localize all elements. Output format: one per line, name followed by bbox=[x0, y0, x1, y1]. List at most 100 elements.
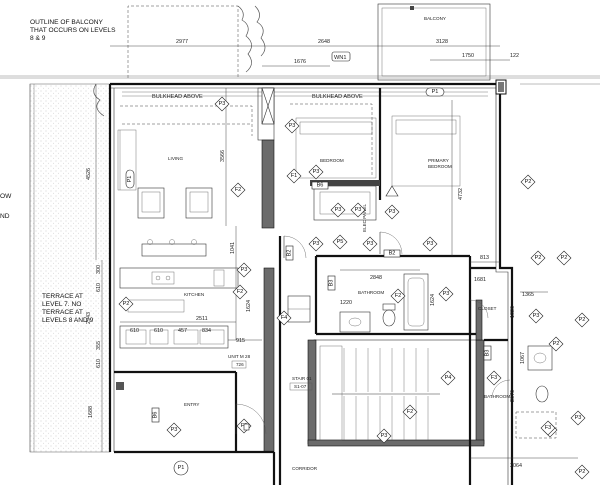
svg-text:P3: P3 bbox=[389, 209, 396, 215]
tag-p3-diamond: P3 bbox=[236, 262, 252, 278]
tag-b3-a: B3 bbox=[327, 275, 336, 291]
svg-text:B6: B6 bbox=[153, 412, 159, 419]
right-bath-vanity bbox=[527, 345, 553, 371]
tag-f3-diamond: F3 bbox=[486, 370, 502, 386]
tag-layer: P3P3P3P3P3P3P3P3P3P3P3P3P3P3P3P3P2P2P2P2… bbox=[118, 96, 590, 480]
dimension-lines bbox=[95, 45, 578, 459]
dim-834: 834 bbox=[202, 328, 211, 334]
svg-text:F3: F3 bbox=[545, 425, 552, 431]
svg-text:P3: P3 bbox=[443, 291, 450, 297]
tag-f2-diamond: F2 bbox=[390, 288, 406, 304]
door-swing-bath-right bbox=[491, 379, 511, 399]
svg-text:F1: F1 bbox=[291, 173, 298, 179]
living-armchair-right bbox=[185, 187, 213, 219]
dim-1067: 1067 bbox=[520, 352, 526, 364]
center-bath-tub bbox=[403, 273, 429, 331]
svg-text:P3: P3 bbox=[533, 313, 540, 319]
svg-text:B3: B3 bbox=[329, 280, 335, 287]
svg-text:P3: P3 bbox=[381, 433, 388, 439]
dim-1624b: 1624 bbox=[430, 294, 436, 306]
dim-2977: 2977 bbox=[176, 39, 188, 45]
svg-text:B3: B3 bbox=[485, 350, 491, 357]
room-label-living: LIVING bbox=[168, 156, 183, 161]
window-tag-box bbox=[331, 51, 351, 62]
svg-text:P3: P3 bbox=[575, 415, 582, 421]
wall-core-corridor bbox=[263, 267, 275, 453]
tag-b6-entry: B6 bbox=[151, 407, 160, 423]
dim-2064: 2064 bbox=[510, 463, 522, 469]
dim-610-k1: 610 bbox=[130, 328, 139, 334]
tag-p4-diamond: P4 bbox=[440, 370, 456, 386]
tag-p1-top: P1 bbox=[425, 87, 445, 97]
room-label-closet: CLOSET bbox=[478, 306, 497, 311]
room-label-bedroom: BEDROOM bbox=[320, 158, 344, 163]
tree-canopy-right bbox=[254, 5, 266, 57]
svg-text:P3: P3 bbox=[241, 267, 248, 273]
kitchen-island bbox=[127, 299, 185, 313]
tag-f2-diamond: F2 bbox=[402, 404, 418, 420]
svg-text:P2: P2 bbox=[535, 255, 542, 261]
tag-p3-diamond: P3 bbox=[308, 236, 324, 252]
room-label-primary-bedroom-1: PRIMARY bbox=[428, 158, 449, 163]
dim-4526: 4526 bbox=[86, 168, 92, 180]
room-label-elec: ELEC PANEL bbox=[362, 204, 367, 232]
tag-p2-diamond: P2 bbox=[530, 250, 546, 266]
primary-bedroom-bed bbox=[391, 115, 461, 187]
svg-text:P3: P3 bbox=[219, 101, 226, 107]
tag-p2-diamond: P2 bbox=[520, 174, 536, 190]
dim-610-k2: 610 bbox=[154, 328, 163, 334]
window-tag: WN1 bbox=[334, 55, 346, 61]
tag-p3-diamond: P3 bbox=[570, 410, 586, 426]
dim-915: 915 bbox=[236, 338, 245, 344]
kitchen-counter-bottom bbox=[119, 325, 229, 349]
door-swing-closet bbox=[469, 299, 489, 319]
svg-text:F4: F4 bbox=[281, 315, 288, 321]
tag-p3-diamond: P3 bbox=[384, 204, 400, 220]
svg-text:F2: F2 bbox=[235, 187, 242, 193]
balcony-outline-note-line3: 8 & 9 bbox=[30, 35, 46, 42]
svg-text:P3: P3 bbox=[355, 207, 362, 213]
svg-text:P2: P2 bbox=[579, 469, 586, 475]
tag-p3-diamond: P3 bbox=[214, 96, 230, 112]
dim-1750: 1750 bbox=[462, 53, 474, 59]
tag-f3-diamond: F3 bbox=[540, 420, 556, 436]
balcony-top bbox=[377, 3, 491, 81]
tag-p3-diamond: P3 bbox=[438, 286, 454, 302]
tag-p3-diamond: P3 bbox=[376, 428, 392, 444]
stair-code: S1-07 bbox=[294, 384, 307, 389]
unit-code: 726 bbox=[236, 362, 244, 367]
wall-core-living-bedroom bbox=[261, 139, 275, 229]
tag-p3-diamond: P3 bbox=[330, 202, 346, 218]
dim-1326: 1326 bbox=[510, 306, 516, 318]
svg-text:B6: B6 bbox=[317, 183, 324, 189]
svg-text:P5: P5 bbox=[337, 239, 344, 245]
tag-p2-diamond: P2 bbox=[118, 296, 134, 312]
svg-text:P2: P2 bbox=[561, 255, 568, 261]
dim-1681: 1681 bbox=[474, 277, 486, 283]
tag-p2-diamond: P2 bbox=[548, 336, 564, 352]
dim-2511: 2511 bbox=[196, 316, 208, 322]
stair-name: STAIR 01 bbox=[292, 376, 312, 381]
wall-core-closet bbox=[475, 299, 483, 341]
svg-text:P2: P2 bbox=[553, 341, 560, 347]
balcony-outline-note-line2: THAT OCCURS ON LEVELS bbox=[30, 27, 116, 34]
svg-text:P3: P3 bbox=[335, 207, 342, 213]
dim-1365: 1365 bbox=[522, 292, 534, 298]
dim-610a: 610 bbox=[96, 283, 102, 292]
dim-457: 457 bbox=[178, 328, 187, 334]
svg-text:B2: B2 bbox=[389, 251, 396, 257]
tag-p3-diamond: P3 bbox=[284, 118, 300, 134]
dim-3128: 3128 bbox=[436, 39, 448, 45]
dim-300: 300 bbox=[96, 265, 102, 274]
room-label-corridor: CORRIDOR bbox=[292, 466, 318, 471]
dim-1041: 1041 bbox=[230, 242, 236, 254]
balcony-label: BALCONY bbox=[424, 16, 446, 21]
svg-text:F2: F2 bbox=[395, 293, 402, 299]
exterior-wall-right bbox=[498, 84, 514, 485]
tag-p1-bottom: P1 bbox=[173, 460, 189, 476]
room-label-bathroom-center: BATHROOM bbox=[358, 290, 384, 295]
edge-fragment-ow: OW bbox=[0, 193, 12, 200]
dim-2676: 2676 bbox=[510, 390, 516, 402]
room-label-entry: ENTRY bbox=[184, 402, 200, 407]
dim-355: 355 bbox=[96, 341, 102, 350]
